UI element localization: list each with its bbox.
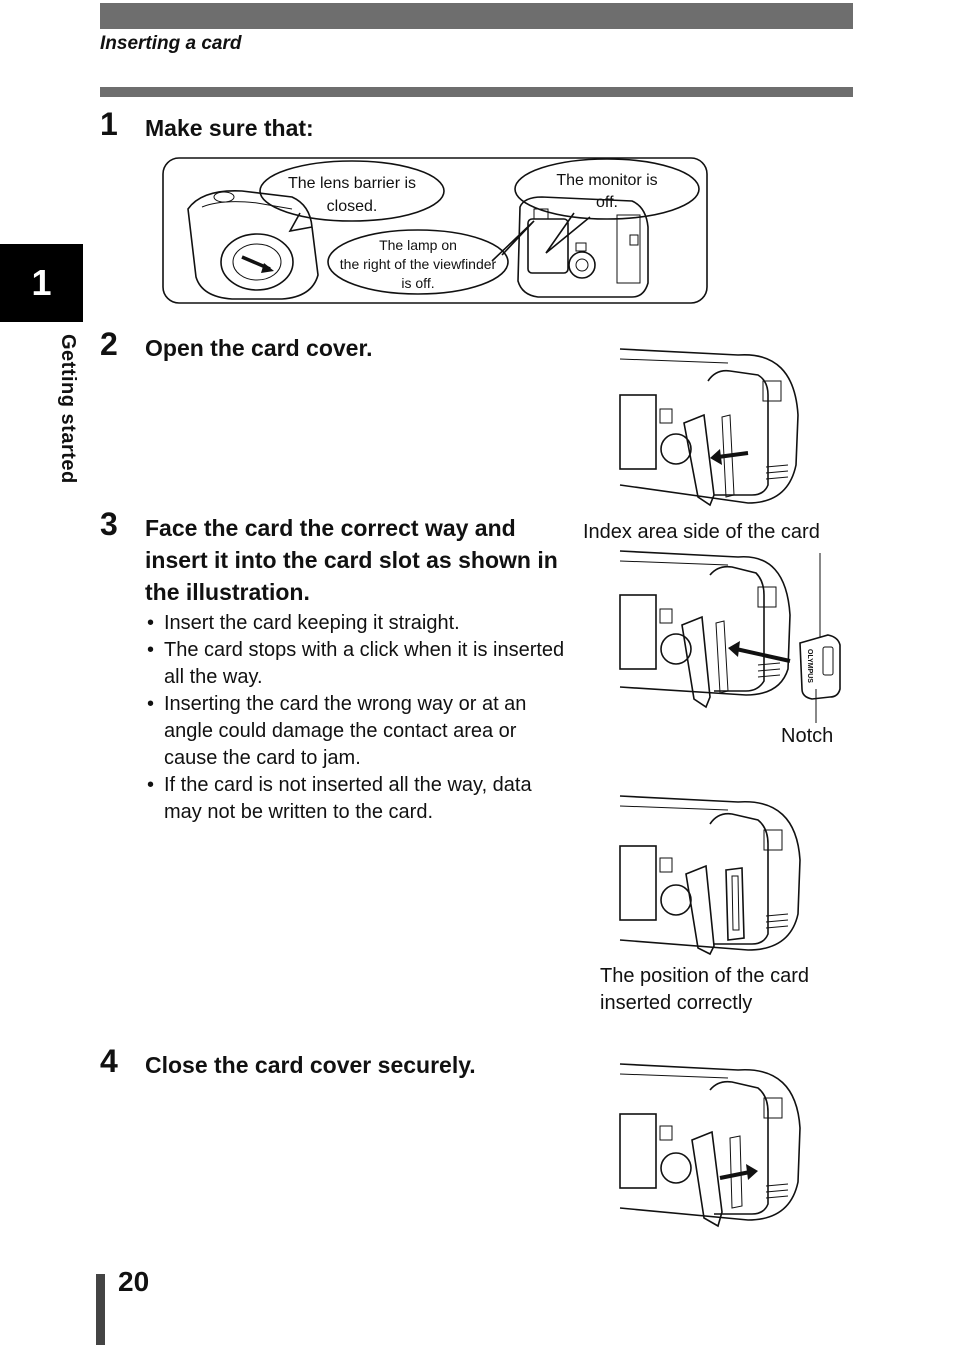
header-divider (100, 87, 853, 97)
step-2-number: 2 (100, 326, 118, 362)
bullet-item: Inserting the card the wrong way or at a… (145, 691, 565, 772)
lamp-bubble (327, 229, 509, 295)
memory-card-drawing (799, 634, 841, 700)
page-number: 20 (118, 1266, 150, 1297)
close-cover-illustration (619, 1063, 801, 1228)
index-area-label: Index area side of the card (583, 521, 820, 543)
monitor-drawing (527, 218, 569, 274)
lens-barrier-bubble (259, 160, 445, 222)
monitor-callout-line1: The monitor is (556, 172, 657, 189)
step-2-text: Open the card cover. (145, 335, 373, 361)
notch-label: Notch (781, 725, 834, 747)
section-title: Inserting a card (100, 33, 242, 54)
lens-callout-line2: closed. (327, 198, 378, 215)
lamp-callout-line3: is off. (401, 275, 434, 291)
bullet-item: If the card is not inserted all the way,… (145, 772, 565, 826)
step-1-number: 1 (100, 106, 118, 142)
step-3-bullets: Insert the card keeping it straight. The… (145, 610, 565, 826)
monitor-bubble (514, 158, 700, 220)
bullet-item: The card stops with a click when it is i… (145, 637, 565, 691)
open-cover-illustration (619, 348, 799, 507)
step-4-number: 4 (100, 1043, 118, 1079)
illustration-frame (162, 157, 708, 304)
lamp-callout-line2: the right of the viewfinder (340, 256, 497, 272)
lens-callout-line1: The lens barrier is (288, 175, 416, 192)
chapter-tab: 1 (0, 244, 83, 322)
step-4-text: Close the card cover securely. (145, 1052, 476, 1078)
camera-front-drawing (187, 190, 319, 300)
chapter-label: Getting started (57, 334, 79, 484)
card-brand-text: OLYMPUS (806, 649, 813, 683)
header-bar (100, 3, 853, 29)
step-1-text: Make sure that: (145, 115, 314, 141)
position-label-line2: inserted correctly (600, 992, 753, 1014)
card-inserted-illustration (619, 795, 801, 956)
step-3-number: 3 (100, 506, 118, 542)
bullet-item: Insert the card keeping it straight. (145, 610, 565, 637)
position-label-line1: The position of the card (600, 965, 810, 987)
insert-card-illustration: OLYMPUS (619, 550, 841, 723)
lamp-callout-line1: The lamp on (379, 237, 457, 253)
camera-back-drawing (517, 196, 649, 298)
page-number-bar (96, 1274, 105, 1345)
camera-check-illustration: The lens barrier is closed. The lamp on … (162, 157, 708, 304)
monitor-callout-line2: off. (596, 194, 618, 211)
step-3-text: Face the card the correct way and insert… (145, 515, 558, 605)
